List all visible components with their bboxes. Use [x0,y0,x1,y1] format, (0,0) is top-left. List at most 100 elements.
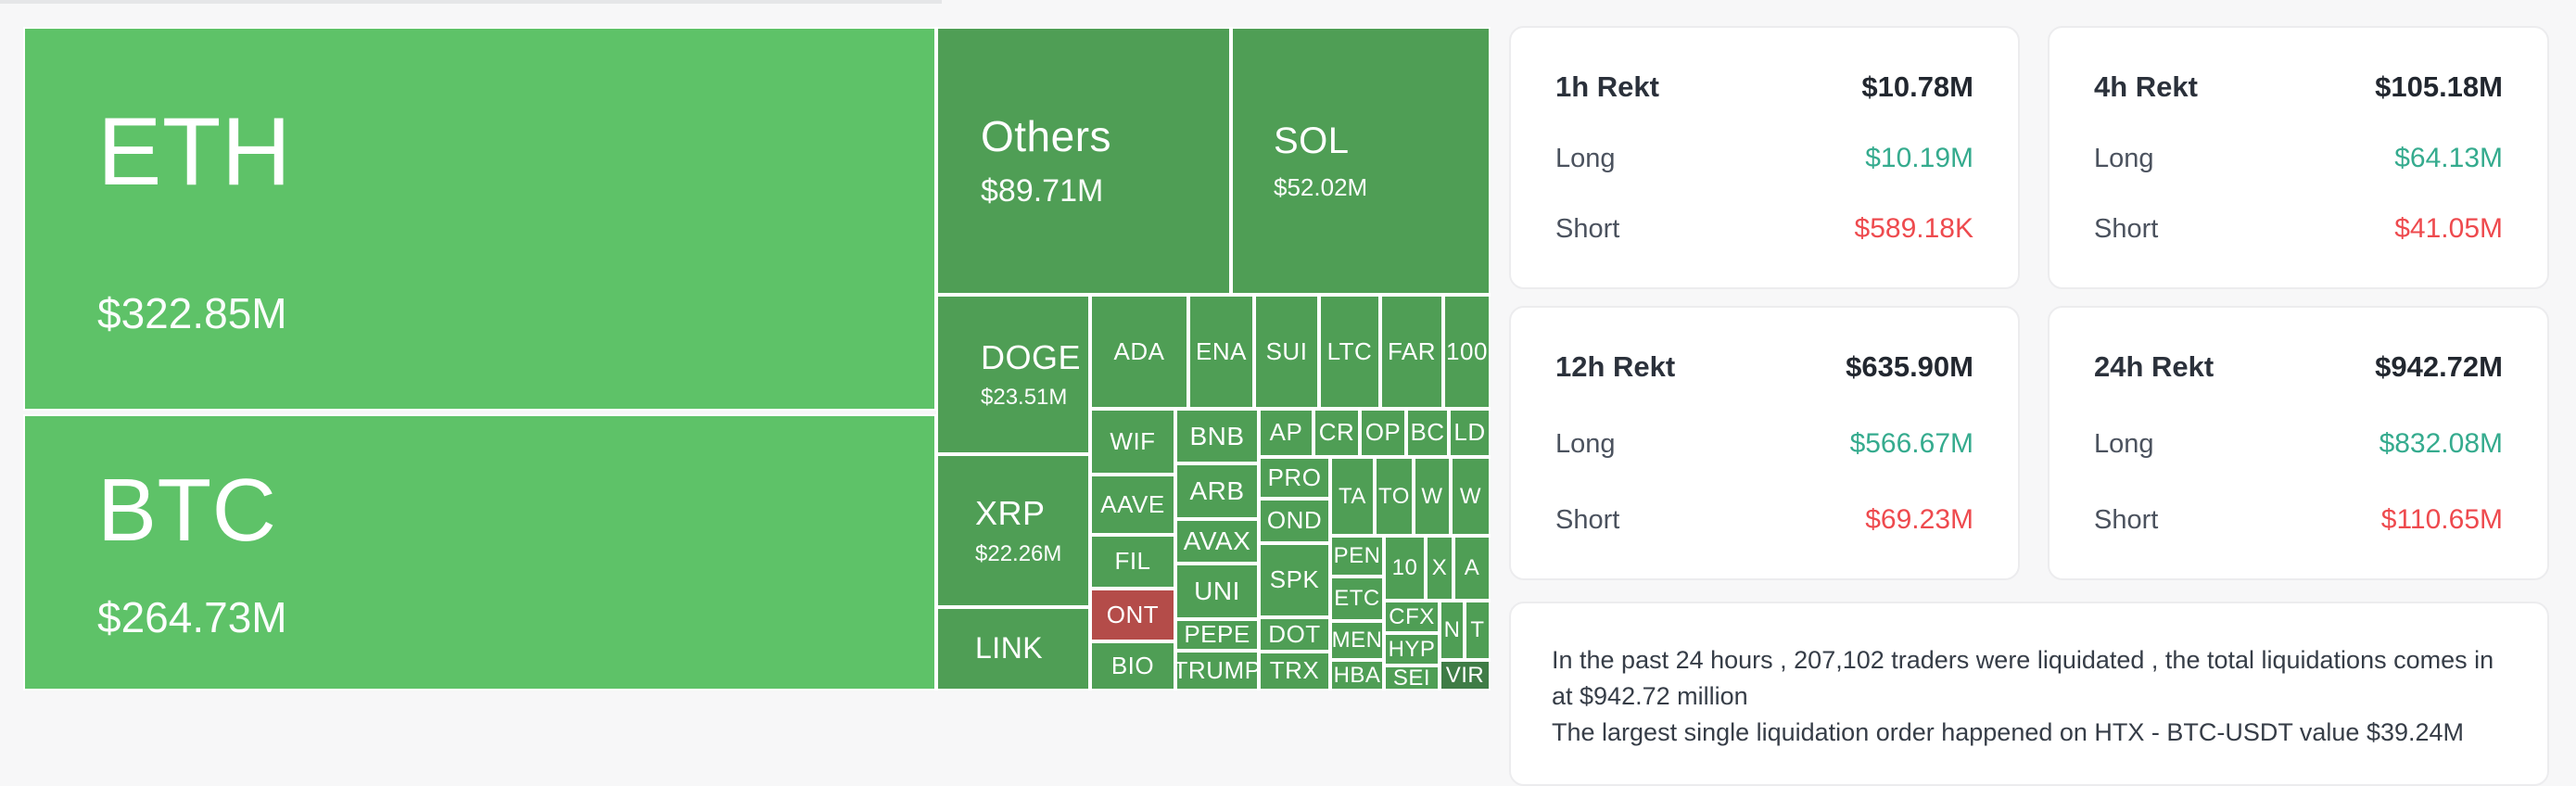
treemap-cell-arb[interactable]: ARB [1175,463,1259,519]
treemap-cell-link[interactable]: LINK [936,607,1090,691]
rekt-total-value: $105.18M [2375,70,2503,103]
short-label: Short [1555,505,1620,535]
treemap-cell-w[interactable]: W [1451,457,1491,536]
treemap-cell-pro[interactable]: PRO [1259,457,1330,499]
treemap-cell-label: HYP [1388,636,1436,662]
treemap-cell-label: LTC [1326,336,1373,365]
treemap-cell-label: DOT [1268,619,1321,648]
treemap-cell-far[interactable]: FAR [1380,295,1443,409]
treemap-cell-wif[interactable]: WIF [1090,409,1175,475]
treemap-cell-label: FIL [1114,547,1151,576]
treemap-cell-spk[interactable]: SPK [1259,543,1330,617]
treemap-cell-bnb[interactable]: BNB [1175,409,1259,463]
treemap-cell-w[interactable]: W [1414,457,1451,536]
treemap-cell-label: HBA [1333,662,1381,688]
treemap-cell-label: BC [1410,418,1445,447]
treemap-cell-sui[interactable]: SUI [1254,295,1319,409]
treemap-cell-ena[interactable]: ENA [1188,295,1254,409]
top-divider [0,0,942,4]
treemap-cell-value: $23.51M [981,385,1068,411]
long-label: Long [2094,429,2154,459]
treemap-cell-hyp[interactable]: HYP [1384,633,1440,666]
treemap-cell-others[interactable]: Others$89.71M [936,27,1231,295]
treemap-cell-label: CFX [1389,603,1435,629]
treemap-cell-label: ONT [1106,600,1160,628]
treemap-cell-label: 100 [1446,336,1488,365]
rekt-card-24h: 24h Rekt $942.72M Long $832.08M Short $1… [2048,306,2549,580]
treemap-cell-a[interactable]: A [1453,536,1491,601]
treemap-cell-pen[interactable]: PEN [1330,536,1384,577]
treemap-cell-xrp[interactable]: XRP$22.26M [936,454,1090,607]
treemap-cell-label: LINK [975,631,1044,666]
treemap-cell-label: ETH [97,97,292,206]
treemap-cell-label: TA [1339,483,1366,509]
treemap-cell-ld[interactable]: LD [1449,409,1491,457]
treemap-cell-cr[interactable]: CR [1313,409,1360,457]
treemap-cell-value: $264.73M [97,593,287,642]
treemap-cell-label: AVAX [1183,526,1251,556]
treemap-cell-doge[interactable]: DOGE $23.51M [936,295,1090,454]
treemap-cell-t[interactable]: T [1465,601,1491,660]
treemap-cell-btc[interactable]: BTC$264.73M [23,414,936,691]
summary-line-2: The largest single liquidation order hap… [1552,718,2465,747]
long-value: $10.19M [1865,143,1973,173]
treemap-cell-fil[interactable]: FIL [1090,535,1175,589]
treemap-cell-bc[interactable]: BC [1406,409,1449,457]
treemap-cell-label: ETC [1334,586,1380,612]
treemap-cell-ont[interactable]: ONT [1090,589,1175,641]
treemap-cell-label: FAR [1387,336,1437,365]
treemap-cell-label: T [1470,617,1485,643]
treemap-cell-x[interactable]: X [1426,536,1453,601]
treemap-cell-etc[interactable]: ETC [1330,577,1384,621]
treemap-cell-label: CR [1318,418,1355,447]
treemap-cell-label: PRO [1267,463,1322,491]
treemap-cell-vir[interactable]: VIR [1440,660,1491,691]
treemap-cell-label: TRX [1269,656,1320,685]
treemap-cell-sei[interactable]: SEI [1384,666,1440,691]
treemap-cell-label: BIO [1110,651,1155,679]
treemap-cell-label: W [1421,483,1443,509]
treemap-cell-label: AAVE [1100,489,1165,518]
treemap-cell-100[interactable]: 100 [1443,295,1491,409]
treemap-cell-ltc[interactable]: LTC [1319,295,1380,409]
treemap-cell-hba[interactable]: HBA [1330,660,1384,691]
treemap-cell-ap[interactable]: AP [1259,409,1313,457]
rekt-period-label: 24h Rekt [2094,350,2214,383]
treemap-cell-sol[interactable]: SOL$52.02M [1231,27,1491,295]
treemap-cell-ada[interactable]: ADA [1090,295,1188,409]
treemap-cell-n[interactable]: N [1440,601,1465,660]
treemap-cell-op[interactable]: OP [1360,409,1406,457]
treemap-cell-dot[interactable]: DOT [1259,617,1330,652]
treemap-cell-label: AP [1269,418,1303,447]
treemap-cell-aave[interactable]: AAVE [1090,475,1175,535]
treemap-cell-men[interactable]: MEN [1330,621,1384,660]
treemap-cell-label: LD [1453,418,1486,447]
treemap-cell-bio[interactable]: BIO [1090,641,1175,691]
treemap-cell-uni[interactable]: UNI [1175,564,1259,619]
treemap-cell-label: ARB [1189,476,1245,506]
treemap-cell-ta[interactable]: TA [1330,457,1375,536]
treemap-cell-value: $322.85M [97,288,287,337]
treemap-cell-10[interactable]: 10 [1384,536,1426,601]
treemap-cell-value: $89.71M [981,172,1104,209]
treemap-cell-ond[interactable]: OND [1259,499,1330,543]
treemap-cell-value: $22.26M [975,540,1062,566]
treemap-cell-label: N [1443,617,1461,643]
treemap-cell-trump[interactable]: TRUMP [1175,651,1259,691]
rekt-stats-panel: 1h Rekt $10.78M Long $10.19M Short $589.… [1509,26,2549,580]
treemap-cell-pepe[interactable]: PEPE [1175,619,1259,651]
treemap-cell-avax[interactable]: AVAX [1175,519,1259,564]
rekt-period-label: 12h Rekt [1555,350,1676,383]
short-label: Short [2094,214,2159,244]
treemap-cell-trx[interactable]: TRX [1259,652,1330,691]
treemap-cell-eth[interactable]: ETH $322.85M [23,27,936,411]
treemap-cell-label: DOGE [981,337,1082,376]
rekt-period-label: 4h Rekt [2094,70,2198,103]
short-value: $69.23M [1865,504,1973,535]
long-value: $832.08M [2379,428,2503,459]
short-value: $110.65M [2380,504,2503,535]
treemap-cell-label: W [1459,483,1482,509]
treemap-cell-to[interactable]: TO [1375,457,1414,536]
treemap-cell-cfx[interactable]: CFX [1384,601,1440,633]
